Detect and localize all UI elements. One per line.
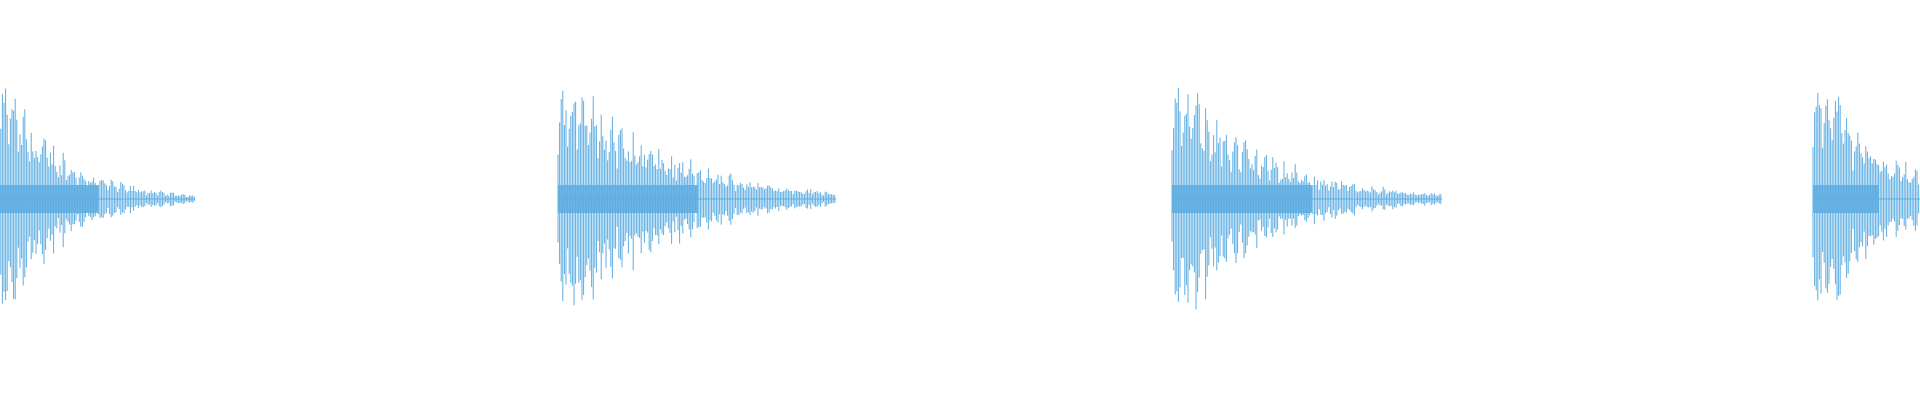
waveform-burst-4 — [1812, 93, 1920, 301]
waveform-burst-3 — [1171, 87, 1442, 310]
waveform-burst-1 — [0, 88, 195, 304]
waveform-burst-2 — [557, 90, 836, 306]
